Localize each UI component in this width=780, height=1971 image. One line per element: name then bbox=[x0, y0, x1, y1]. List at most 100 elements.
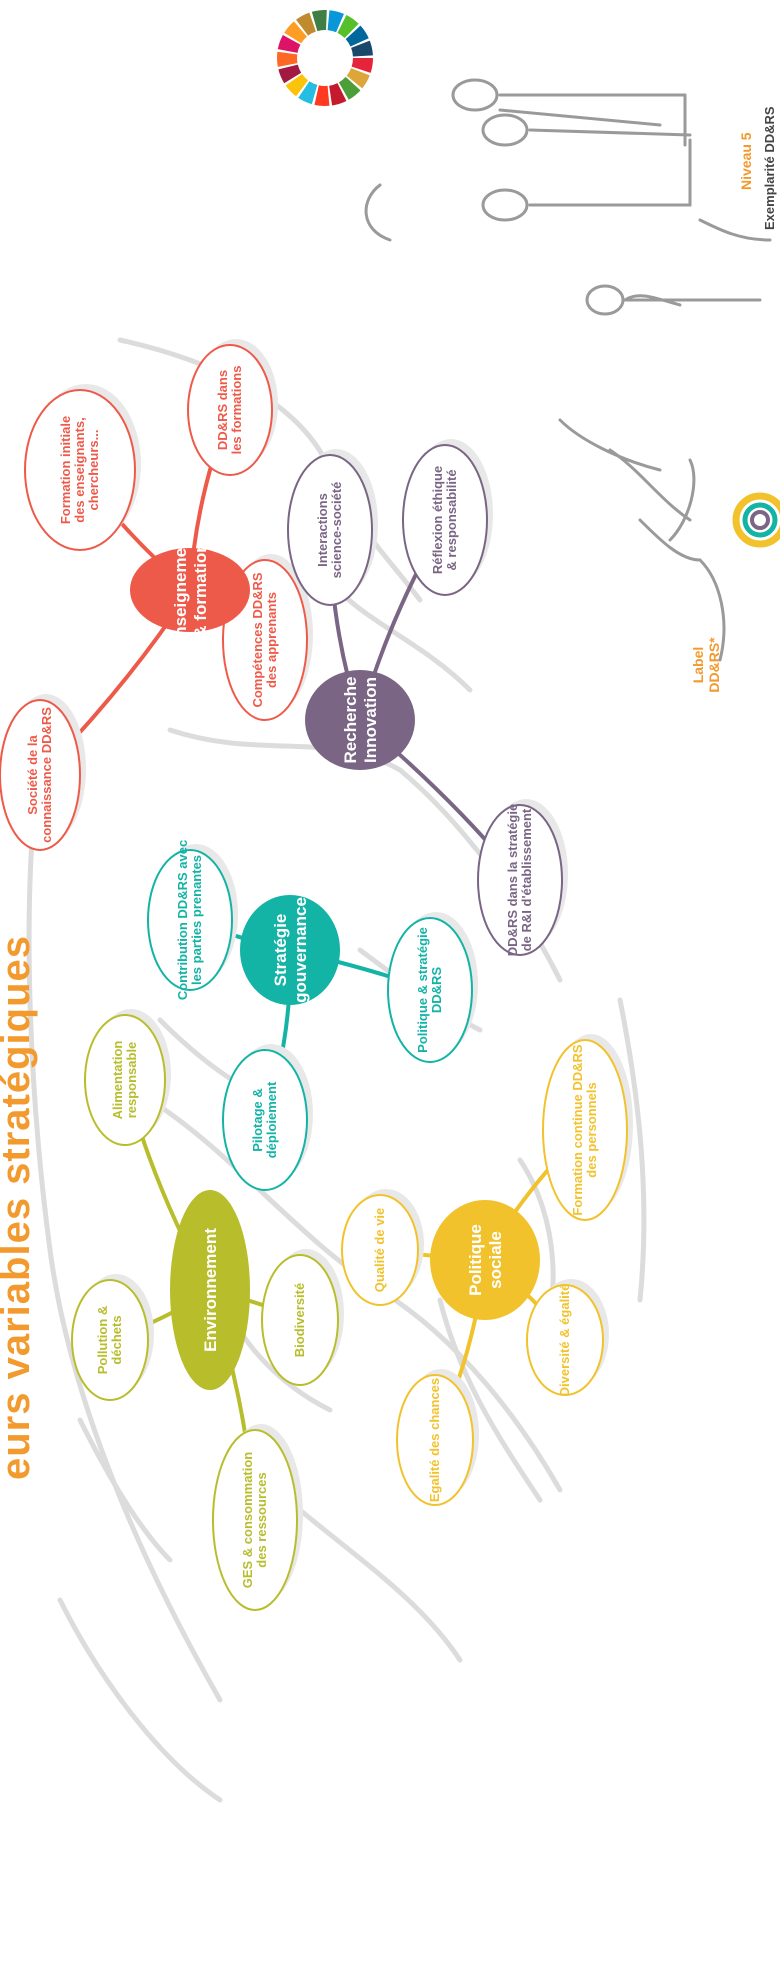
leaf-bubble bbox=[147, 849, 233, 991]
leaf-bubble bbox=[187, 344, 273, 476]
leaf-bubble bbox=[396, 1374, 474, 1506]
cluster-enseignement: Formation initialedes enseignants,cherch… bbox=[0, 339, 313, 851]
leaf-bubble bbox=[526, 1284, 604, 1396]
leaf-label: Biodiversité bbox=[292, 1283, 307, 1357]
hub-label-line: Enseignement bbox=[171, 532, 190, 649]
leaf-node: Compétences DD&RSdes apprenants bbox=[222, 554, 313, 721]
leaf-node: Alimentationresponsable bbox=[84, 1009, 171, 1146]
leaf-label: Interactionsscience-société bbox=[315, 482, 344, 579]
leaf-label-line: Société de la bbox=[25, 734, 40, 814]
leaf-label-line: science-société bbox=[329, 482, 344, 579]
hub-node: Environnement bbox=[170, 1190, 250, 1390]
label-badge-icon bbox=[732, 492, 780, 548]
leaf-bubble bbox=[71, 1279, 149, 1401]
leaf-label-line: des personnels bbox=[584, 1082, 599, 1177]
hub-label-line: sociale bbox=[486, 1231, 505, 1289]
leaf-node: DD&RS dans la stratégiede R&I d'établiss… bbox=[477, 799, 568, 956]
level-label: Niveau 5 bbox=[738, 132, 754, 190]
leaf-node: Diversité & égalité bbox=[526, 1279, 609, 1397]
leaf-node: Politique & stratégieDD&RS bbox=[387, 912, 478, 1063]
sdg-segment bbox=[337, 15, 359, 39]
sdg-segment bbox=[311, 10, 327, 32]
hub-node: Stratégiegouvernance bbox=[240, 895, 340, 1005]
leaf-label: Pollution &déchets bbox=[95, 1306, 124, 1375]
leaf-bubble bbox=[387, 917, 473, 1063]
leaf-bubble bbox=[341, 1194, 419, 1306]
leaf-node: Egalité des chances bbox=[396, 1369, 479, 1506]
leaf-bubble bbox=[402, 444, 488, 596]
sdg-segment bbox=[314, 85, 330, 106]
sdg-segment bbox=[277, 35, 301, 53]
leaf-label-line: Alimentation bbox=[110, 1041, 125, 1120]
leaf-node: Biodiversité bbox=[261, 1249, 344, 1386]
leaf-bubble bbox=[0, 699, 81, 851]
leaf-node: Formation initialedes enseignants,cherch… bbox=[24, 384, 141, 551]
leaf-bubble bbox=[84, 1014, 166, 1146]
leaf-label-line: connaissance DD&RS bbox=[39, 707, 54, 843]
hub-label-line: Recherche bbox=[341, 677, 360, 764]
hub-blob bbox=[130, 548, 250, 632]
leaf-label-line: les formations bbox=[229, 366, 244, 455]
sdg-segment bbox=[338, 76, 361, 100]
leaf-label-line: déploiement bbox=[264, 1081, 279, 1158]
hub-blob bbox=[430, 1200, 540, 1320]
leaf-label-line: de R&I d'établissement bbox=[519, 808, 534, 951]
leaf-node: GES & consommationdes ressources bbox=[212, 1424, 303, 1611]
sdg-segment bbox=[329, 83, 347, 106]
hub-label-line: gouvernance bbox=[291, 897, 310, 1003]
leaf-label-line: Interactions bbox=[315, 493, 330, 567]
sdg-segment bbox=[351, 58, 373, 73]
leaf-label: Qualité de vie bbox=[372, 1208, 387, 1293]
label-badge-line: Label bbox=[690, 646, 706, 684]
sdg-segment bbox=[327, 10, 344, 33]
leaf-label: Formation initialedes enseignants,cherch… bbox=[58, 416, 101, 524]
leaf-label-line: responsable bbox=[124, 1042, 139, 1119]
leaf-label-line: Formation continue DD&RS bbox=[570, 1044, 585, 1215]
leaf-label-line: Réflexion éthique bbox=[430, 466, 445, 574]
level-description: Exemplarité DD&RS bbox=[762, 106, 777, 230]
sdg-segment bbox=[346, 68, 370, 89]
sdg-wheel-icon bbox=[277, 10, 373, 106]
sdg-segment bbox=[345, 25, 369, 47]
label-badge-line: DD&RS* bbox=[706, 637, 722, 693]
leaf-label-line: Biodiversité bbox=[292, 1283, 307, 1357]
cluster-recherche: Interactionsscience-société Réflexion éth… bbox=[287, 439, 568, 956]
leaf-label-line: DD&RS dans la stratégie bbox=[505, 804, 520, 956]
hub-label: Environnement bbox=[201, 1228, 220, 1352]
hub-blob bbox=[170, 1190, 250, 1390]
people-sketch-icon bbox=[364, 78, 772, 662]
leaf-label-line: Politique & stratégie bbox=[415, 927, 430, 1053]
leaf-bubble bbox=[287, 454, 373, 606]
hub-node: RechercheInnovation bbox=[305, 670, 415, 770]
hub-label-line: Environnement bbox=[201, 1228, 220, 1352]
leaf-label-line: Pollution & bbox=[95, 1306, 110, 1375]
hub-label: RechercheInnovation bbox=[341, 677, 380, 764]
leaf-node: Pollution &déchets bbox=[71, 1274, 154, 1401]
clusters: Formation initialedes enseignants,cherch… bbox=[0, 339, 633, 1611]
leaf-bubble bbox=[222, 1049, 308, 1191]
leaf-label: GES & consommationdes ressources bbox=[240, 1452, 269, 1589]
leaf-label-line: chercheurs... bbox=[86, 430, 101, 511]
leaf-label: Contribution DD&RS avecles parties prena… bbox=[175, 840, 204, 1000]
leaf-label-line: DD&RS bbox=[429, 967, 444, 1014]
sdg-segment bbox=[351, 40, 373, 57]
hub-blob bbox=[240, 895, 340, 1005]
sdg-segment bbox=[296, 12, 316, 36]
leaf-label: DD&RS dansles formations bbox=[215, 366, 244, 455]
leaf-label: Diversité & égalité bbox=[557, 1284, 572, 1397]
hub-label-line: & formation bbox=[191, 542, 210, 637]
leaf-label: Egalité des chances bbox=[427, 1378, 442, 1502]
leaf-node: Formation continue DD&RSdes personnels bbox=[542, 1034, 633, 1221]
leaf-label: Compétences DD&RSdes apprenants bbox=[250, 572, 279, 707]
hub-label: Enseignement& formation bbox=[171, 532, 210, 649]
hub-label-line: Stratégie bbox=[271, 914, 290, 987]
leaf-label-line: des apprenants bbox=[264, 592, 279, 688]
leaf-label-line: Formation initiale bbox=[58, 416, 73, 524]
leaf-label-line: DD&RS dans bbox=[215, 370, 230, 450]
leaf-label-line: Contribution DD&RS avec bbox=[175, 840, 190, 1000]
sdg-segment bbox=[284, 21, 307, 44]
page-title: eurs variables stratégiques bbox=[0, 934, 38, 1480]
